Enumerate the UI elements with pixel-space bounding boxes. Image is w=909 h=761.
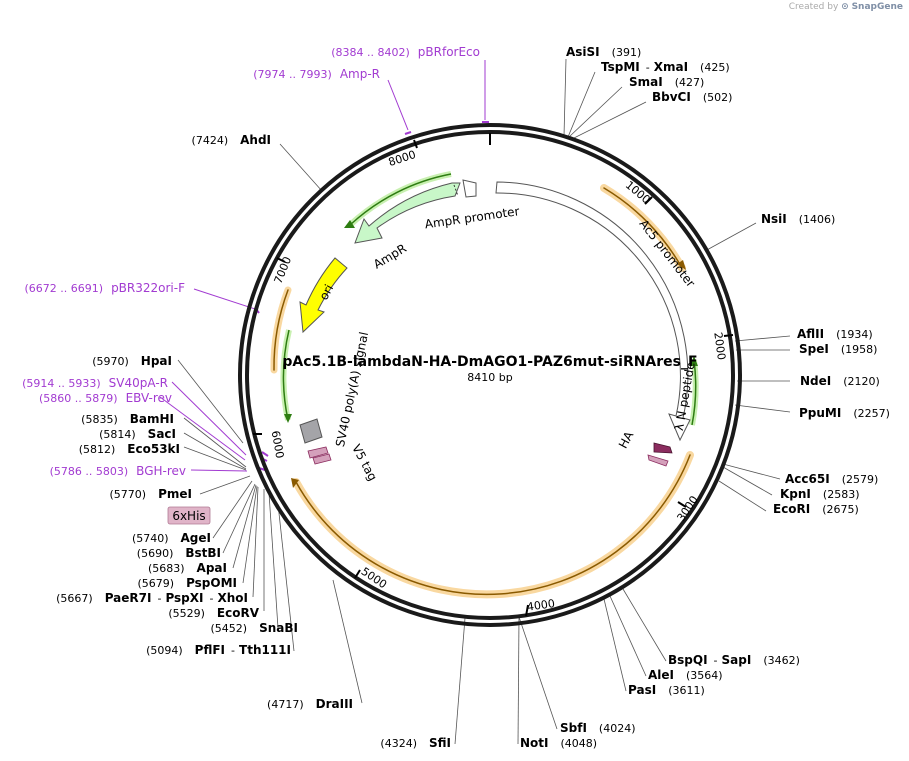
site-pmei: (5770)PmeI [110,487,192,501]
site-bbvci: BbvCI(502) [652,90,732,104]
site-agei: (5740)AgeI [132,531,211,545]
site-tspmi-xmai: TspMI-XmaI(425) [601,60,730,74]
lambda-n-feature [647,454,669,467]
primer-marks [255,121,489,471]
site-noti: NotI(4048) [520,736,597,750]
leader-lines [177,58,791,745]
site-snabi: (5452)SnaBI [211,621,298,635]
primer-ebv-rev: (5860 .. 5879)EBV-rev [39,391,172,405]
credit-prefix: Created by [788,2,839,12]
ampr-label: AmpR [371,241,409,271]
primer-bgh-rev: (5786 .. 5803)BGH-rev [50,464,186,478]
tick-label-4000: 4000 [526,597,556,614]
sv40-polya-label: SV40 poly(A) signal [333,331,371,449]
tick-label-3000: 3000 [674,493,700,523]
site-sbfi: SbfI(4024) [560,721,636,735]
backbone-outer-ring [238,123,742,627]
site-ecori: EcoRI(2675) [773,502,859,516]
orf-arcs [270,184,694,599]
site-smai: SmaI(427) [629,75,704,89]
site-asisi: AsiSI(391) [566,45,641,59]
site-paer7i-pspxi-xhoi: (5667)PaeR7I-PspXI-XhoI [56,591,248,605]
site-ecorv: (5529)EcoRV [168,606,259,620]
site-sfii: (4324)SfiI [380,736,451,750]
sv40-polya-feature [299,418,323,444]
ampr-feature [354,182,461,244]
site-saci: (5814)SacI [99,427,176,441]
primer-amp-r: (7974 .. 7993)Amp-R [253,67,380,81]
ac5-promoter-label: Ac5 promoter [636,217,697,290]
v5-tag-feature [307,446,332,465]
site-acc65i: Acc65I(2579) [785,472,878,486]
green-arcs [280,171,699,426]
site-pasi: PasI(3611) [628,683,705,697]
primer-sv40pa-r: (5914 .. 5933)SV40pA-R [22,376,168,390]
primer-pbr322ori-f: (6672 .. 6691)pBR322ori-F [25,281,186,295]
v5-tag-label: V5 tag [349,442,380,483]
ampr-promoter-feature [462,179,477,198]
site-ndei: NdeI(2120) [800,374,880,388]
plasmid-name: pAc5.1B-lambdaN-HA-DmAGO1-PAZ6mut-siRNAr… [282,354,697,370]
site-ppumi: PpuMI(2257) [799,406,890,420]
site-hpai: (5970)HpaI [92,354,172,368]
site-bstbi: (5690)BstBI [137,546,221,560]
site-ahdi: (7424)AhdI [192,133,271,147]
ampr-promoter-label: AmpR promoter [424,204,520,231]
site-draiii: (4717)DraIII [267,697,353,711]
site-nsii: NsiI(1406) [761,212,835,226]
site-spei: SpeI(1958) [799,342,877,356]
site-apai: (5683)ApaI [148,561,227,575]
snapgene-credit: Created by ⊙ SnapGene [789,2,903,12]
site-kpni: KpnI(2583) [780,487,859,501]
site-eco53ki: (5812)Eco53kI [79,442,180,456]
site-aflii: AflII(1934) [797,327,873,341]
green-arrowheads [284,220,698,423]
tick-label-6000: 6000 [269,430,287,460]
tick-marks [253,139,734,617]
ac5-promoter-feature [495,181,691,442]
site-bamhi: (5835)BamHI [81,412,174,426]
orf-arrowheads [291,260,686,488]
ha-tag-feature [653,442,673,454]
site-pflfi-tth111i: (5094)PflFI-Tth111I [146,643,291,657]
his-tag-label: 6xHis [172,509,205,523]
credit-brand: SnapGene [851,2,903,12]
plasmid-size: 8410 bp [467,371,512,384]
ha-label: HA [616,428,637,450]
primer-pbrforeco: (8384 .. 8402)pBRforEco [331,45,480,59]
site-pspomi: (5679)PspOMI [137,576,237,590]
primer-leader-lines [159,60,486,472]
ori-label: ori [317,282,337,302]
his-tag-badge [167,506,211,525]
tick-label-2000: 2000 [711,331,728,361]
ori-feature [299,257,348,334]
site-alei: AleI(3564) [648,668,723,682]
ampr-dotted-junction [453,184,459,197]
site-bspqi-sapi: BspQI-SapI(3462) [668,653,800,667]
backbone-inner-ring [245,130,735,620]
snapgene-logo-icon: ⊙ [841,2,849,12]
